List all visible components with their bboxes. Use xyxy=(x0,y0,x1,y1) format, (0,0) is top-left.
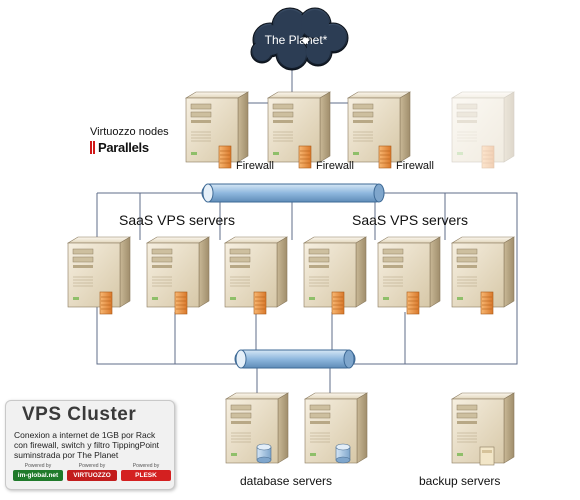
virtuozzo-node-2 xyxy=(267,91,331,169)
legend-title: VPS Cluster xyxy=(22,404,137,425)
saas-servers-label: SaaS VPS servers xyxy=(352,212,468,228)
database-server-1 xyxy=(225,392,289,464)
parallels-bars-icon xyxy=(90,141,96,154)
database-server-2 xyxy=(304,392,368,464)
legend-description: Conexion a internet de 1GB por Rack con … xyxy=(14,430,160,460)
firewall-icon xyxy=(253,291,267,315)
firewall-icon xyxy=(480,291,494,315)
saas-server-5 xyxy=(377,236,441,315)
firewall-label: Firewall xyxy=(316,160,354,172)
cloud-label: The Planet* xyxy=(265,33,328,47)
badge-caption: Powered by xyxy=(24,463,52,469)
upper-switch xyxy=(201,183,385,203)
virtuozzo-nodes-label: Virtuozzo nodes xyxy=(90,126,169,138)
firewall-icon xyxy=(174,291,188,315)
badge-label: PLESK xyxy=(121,470,171,481)
disk-icon xyxy=(335,443,351,464)
firewall-icon xyxy=(298,145,312,169)
internet-cloud: The Planet* xyxy=(250,7,349,71)
badge-plesk[interactable]: Powered by PLESK xyxy=(120,463,172,483)
lower-switch xyxy=(234,349,356,369)
virtuozzo-node-faded xyxy=(451,91,515,169)
firewall-icon xyxy=(218,145,232,169)
firewall-label: Firewall xyxy=(396,160,434,172)
parallels-logo: Parallels xyxy=(90,140,166,156)
tape-icon xyxy=(479,446,495,466)
badge-im-global[interactable]: Powered by im-global.net xyxy=(12,463,64,483)
legend-box: VPS Cluster Conexion a internet de 1GB p… xyxy=(5,400,175,490)
database-servers-label: database servers xyxy=(240,474,333,488)
badge-caption: Powered by xyxy=(78,463,106,469)
saas-server-6 xyxy=(451,236,515,315)
saas-server-2 xyxy=(146,236,210,315)
backup-server xyxy=(451,392,515,466)
disk-icon xyxy=(256,443,272,464)
firewall-icon xyxy=(406,291,420,315)
badge-label: im-global.net xyxy=(13,470,63,481)
badge-virtuozzo[interactable]: Powered by VIRTUOZZO xyxy=(66,463,118,483)
firewall-icon xyxy=(99,291,113,315)
backup-servers-label: backup servers xyxy=(419,474,501,488)
saas-server-1 xyxy=(67,236,131,315)
badge-caption: Powered by xyxy=(132,463,160,469)
saas-server-4 xyxy=(303,236,367,315)
firewall-icon xyxy=(331,291,345,315)
saas-server-3 xyxy=(224,236,288,315)
saas-servers-label: SaaS VPS servers xyxy=(119,212,235,228)
firewall-label: Firewall xyxy=(236,160,274,172)
badge-label: VIRTUOZZO xyxy=(67,470,117,481)
parallels-logo-text: Parallels xyxy=(98,140,149,155)
virtuozzo-node-1 xyxy=(185,91,249,169)
firewall-icon xyxy=(378,145,392,169)
virtuozzo-node-3 xyxy=(347,91,411,169)
